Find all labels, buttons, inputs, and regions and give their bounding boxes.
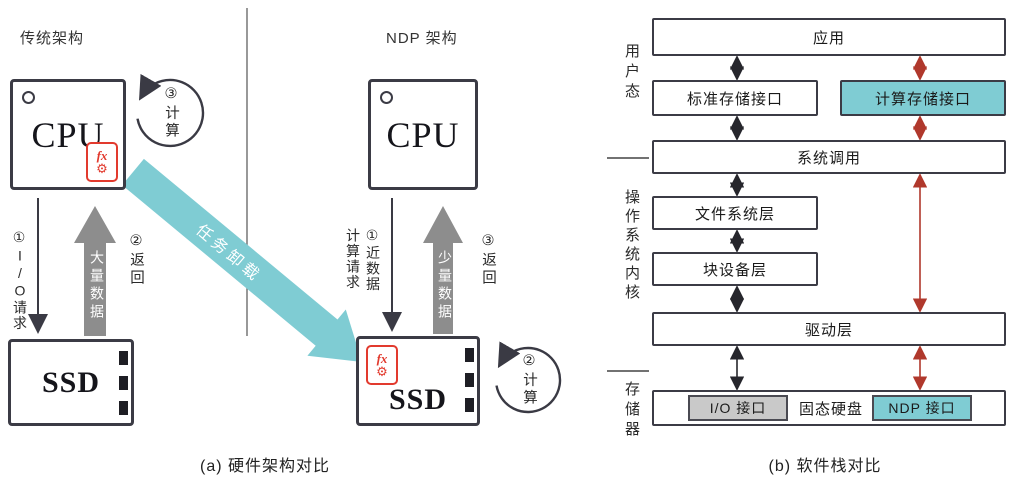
chip-dot [380,91,393,104]
stack-box-driver-layer: 驱动层 [652,312,1006,346]
ndp-request-label: ①近数据计算请求 [345,228,381,292]
ssd-pin [119,401,128,415]
fx-function-icon: fx ⚙ [366,345,398,385]
chip-dot [22,91,35,104]
stack-box-standard-storage-interface: 标准存储接口 [652,80,818,116]
fx-label: fx [376,350,388,366]
side-label-os-kernel: 操作系统内核 [623,189,640,303]
cpu-label: CPU [386,114,460,155]
caption-software: (b) 软件栈对比 [768,458,882,475]
ndp-interface-box: NDP 接口 [872,395,972,421]
ssd-connector-pins [119,351,128,415]
ssd-connector-pins [465,348,474,412]
traditional-return-label: ②返回 [128,233,144,287]
stack-box-ssd-hardware: I/O 接口 固态硬盘 NDP 接口 [652,390,1006,426]
traditional-request-label: ①I/O请求 [12,230,28,331]
ssd-label: SSD [41,365,101,399]
ssd-pin [465,398,474,412]
ssd-pin [465,373,474,387]
traditional-cpu-chip: CPU fx ⚙ [10,79,126,190]
gear-icon: ⚙ [376,363,388,379]
side-label-storage: 存储器 [623,381,640,441]
gear-icon: ⚙ [96,160,108,176]
stack-box-filesystem-layer: 文件系统层 [652,196,818,230]
ndp-cpu-chip: CPU [368,79,478,190]
ndp-arch-title: NDP 架构 [386,30,458,47]
ssd-pin [119,351,128,365]
stack-box-computational-storage-interface: 计算存储接口 [840,80,1006,116]
caption-hardware: (a) 硬件架构对比 [199,458,330,475]
fx-function-icon: fx ⚙ [86,142,118,182]
task-offload-label: 任务卸载 [192,221,265,287]
side-label-user-mode: 用户态 [623,43,640,103]
stack-box-application: 应用 [652,18,1006,56]
ndp-return-label: ③返回 [480,233,496,287]
stack-box-syscall: 系统调用 [652,140,1006,174]
traditional-compute-label: ③计算 [163,86,179,140]
ndp-data-volume-label: 少量数据 [437,250,453,322]
traditional-data-volume-label: 大量数据 [89,250,105,322]
io-interface-box: I/O 接口 [688,395,788,421]
stack-box-block-device-layer: 块设备层 [652,252,818,286]
ndp-ssd-chip: fx ⚙ SSD [356,336,480,426]
ndp-compute-label: ②计算 [521,353,537,407]
ssd-hardware-label: 固态硬盘 [798,400,863,418]
ssd-pin [119,376,128,390]
ssd-pin [465,348,474,362]
traditional-ssd-chip: SSD [8,339,134,426]
ssd-label: SSD [388,383,448,416]
fx-label: fx [96,147,108,163]
traditional-arch-title: 传统架构 [20,30,85,47]
